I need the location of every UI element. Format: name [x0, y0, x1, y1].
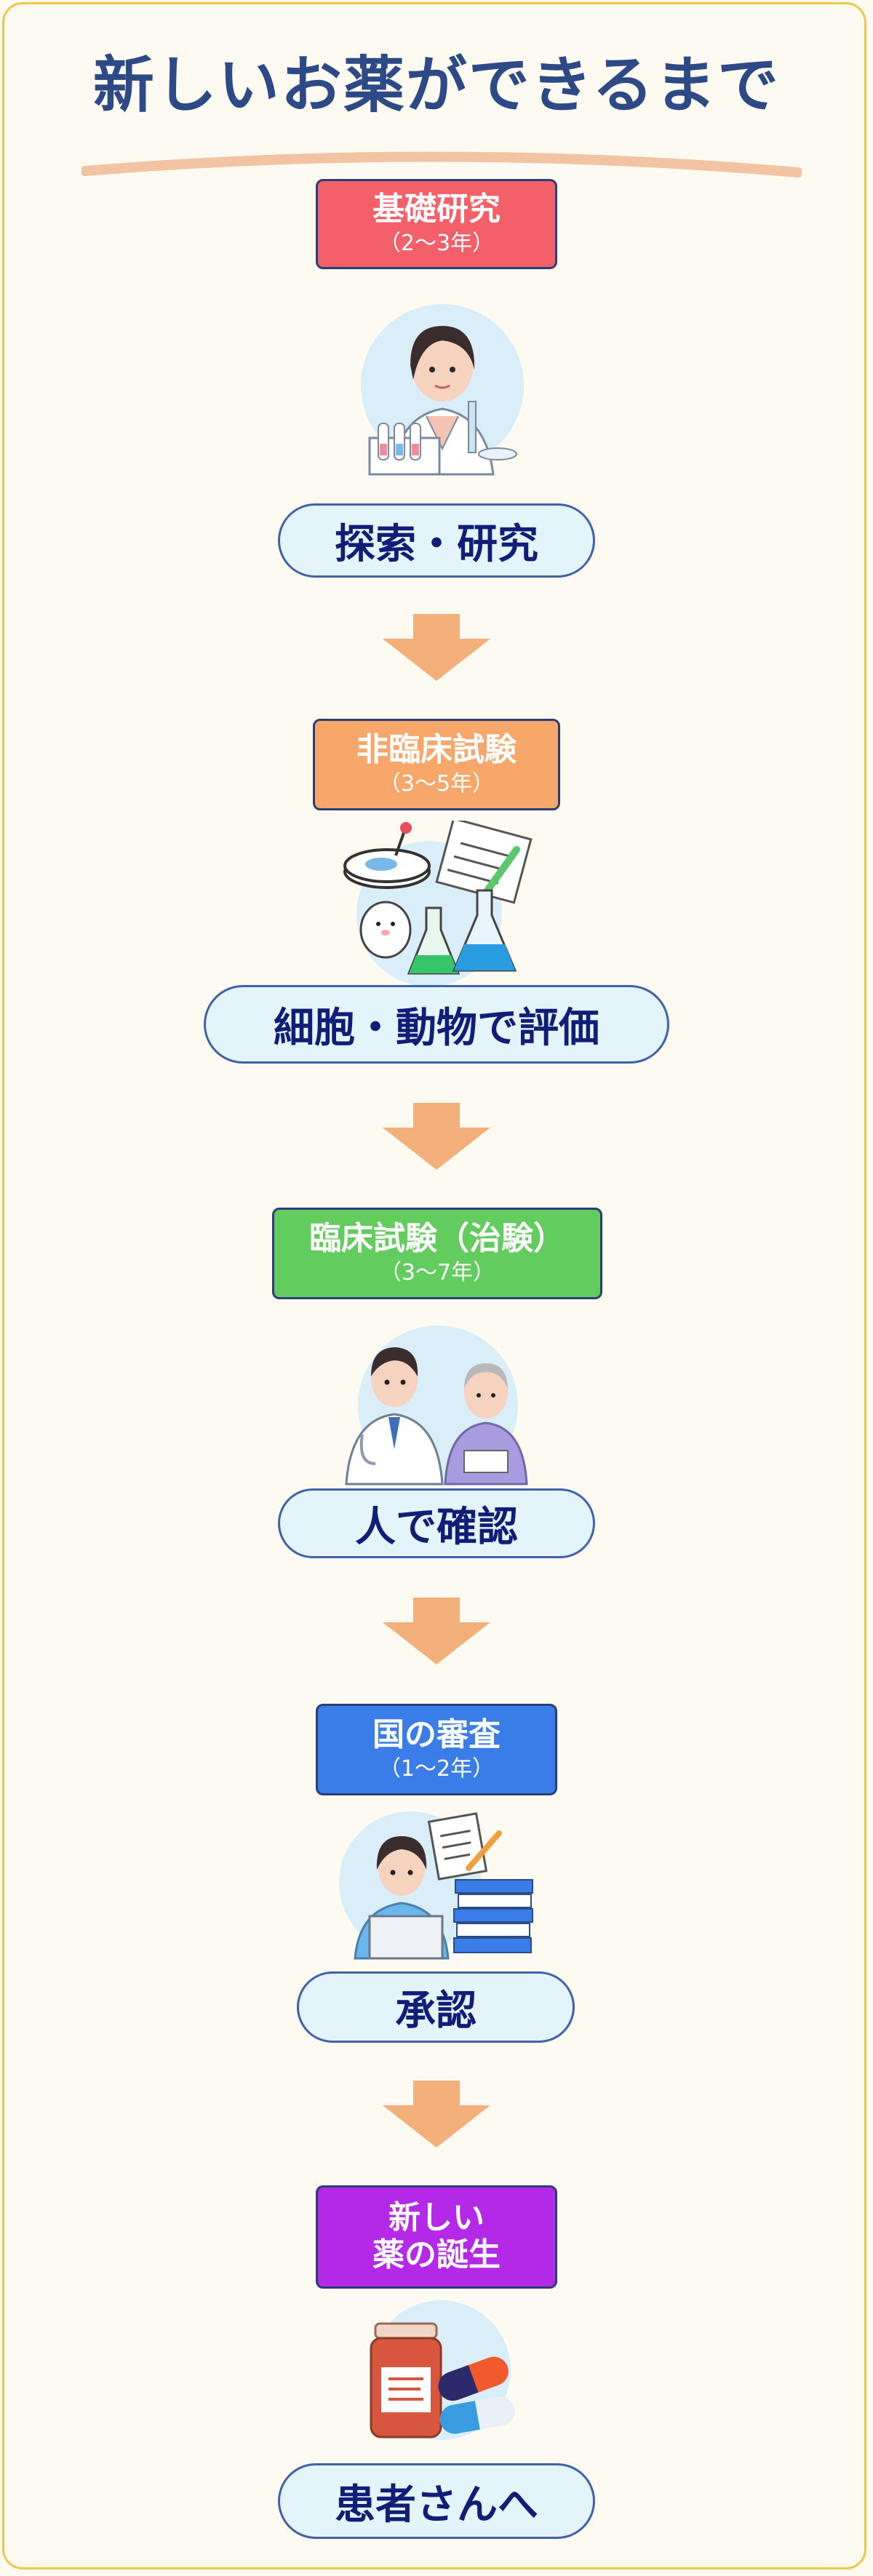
arrow-down-icon	[383, 1598, 490, 1664]
stage-label-title: 国の審査	[372, 1715, 501, 1753]
stage-label-title: 臨床試験（治験）	[309, 1219, 565, 1257]
stage-description-to-patients: 患者さんへ	[278, 2463, 595, 2539]
lab-flasks-icon	[343, 821, 533, 986]
stage-label-title: 基礎研究	[372, 190, 501, 228]
arrow-down-icon	[383, 614, 490, 681]
stage-label-clinical-trial: 臨床試験（治験） （3～7年）	[272, 1208, 602, 1299]
doctor-patient-icon	[345, 1325, 528, 1486]
medicine-icon	[370, 2300, 515, 2440]
stage-label-duration: （1～2年）	[378, 1756, 495, 1782]
stage-label-government-review: 国の審査 （1～2年）	[316, 1704, 557, 1795]
stage-label-duration: （3～7年）	[379, 1260, 495, 1286]
stage-label-nonclinical: 非臨床試験 （3～5年）	[313, 719, 560, 810]
page-title: 新しいお薬ができるまで	[92, 49, 781, 121]
title-underline	[81, 151, 802, 178]
stage-label-new-drug: 新しい 薬の誕生	[316, 2185, 557, 2289]
stage-description-approval: 承認	[297, 1971, 575, 2043]
stage-label-duration: （3～5年）	[378, 771, 495, 797]
stage-description-clinical-trial: 人で確認	[278, 1488, 595, 1558]
arrow-down-icon	[383, 2081, 490, 2148]
stage-label-basic-research: 基礎研究 （2～3年）	[316, 179, 557, 269]
stage-label-duration: （2～3年）	[378, 231, 495, 257]
stage-label-subtitle: 薬の誕生	[372, 2236, 501, 2273]
reviewer-icon	[339, 1811, 533, 1960]
stage-description-basic-research: 探索・研究	[278, 503, 595, 578]
scientist-icon	[361, 304, 524, 476]
arrow-down-icon	[383, 1103, 490, 1170]
stage-label-title: 新しい	[388, 2199, 485, 2237]
stage-label-title: 非臨床試験	[356, 730, 517, 768]
stage-description-nonclinical: 細胞・動物で評価	[204, 985, 669, 1064]
